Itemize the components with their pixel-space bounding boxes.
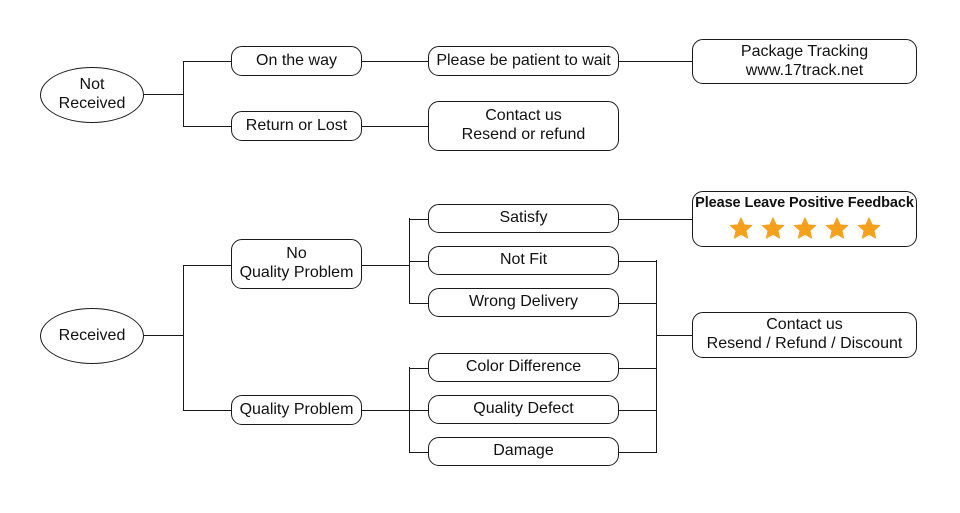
connector-to-wrong-delivery <box>409 302 429 304</box>
node-contact-resend-or-refund-line2: Resend or refund <box>461 126 586 143</box>
connector-merge-bus <box>656 260 658 452</box>
connector-to-return-or-lost <box>183 125 232 127</box>
node-no-quality-problem[interactable]: No Quality Problem <box>231 239 362 289</box>
node-no-quality-problem-line2: Quality Problem <box>239 264 354 281</box>
node-on-the-way-label: On the way <box>256 51 337 69</box>
connector-to-color-difference <box>409 367 429 369</box>
star-icon[interactable] <box>792 215 818 241</box>
node-return-or-lost-label: Return or Lost <box>245 116 348 134</box>
node-quality-problem-line1: Quality Problem <box>239 400 354 418</box>
connector-damage-to-merge <box>619 451 657 453</box>
node-please-be-patient[interactable]: Please be patient to wait <box>428 46 619 76</box>
connector-on-the-way-to-be-patient <box>362 60 429 62</box>
star-icon[interactable] <box>856 215 882 241</box>
connector-quality-defect-to-merge <box>619 409 657 411</box>
node-positive-feedback[interactable]: Please Leave Positive Feedback <box>692 191 917 247</box>
connector-no-quality-problem-stem <box>362 264 410 266</box>
connector-quality-problem-stem <box>362 409 410 411</box>
node-not-fit[interactable]: Not Fit <box>428 246 619 275</box>
node-not-received-line2: Received <box>58 95 126 112</box>
connector-to-on-the-way <box>183 60 232 62</box>
connector-to-satisfy <box>409 218 429 220</box>
node-contact-resend-or-refund-line1: Contact us <box>485 107 562 125</box>
node-quality-defect-label: Quality Defect <box>473 400 574 418</box>
node-not-received[interactable]: Not Received <box>40 67 144 123</box>
star-rating[interactable] <box>728 215 882 241</box>
node-on-the-way[interactable]: On the way <box>231 46 362 76</box>
node-package-tracking[interactable]: Package Tracking www.17track.net <box>692 39 917 84</box>
connector-satisfy-to-feedback <box>619 218 692 220</box>
node-no-quality-problem-line1: No <box>286 245 307 263</box>
node-received[interactable]: Received <box>40 308 144 364</box>
star-icon[interactable] <box>824 215 850 241</box>
connector-not-fit-to-merge <box>619 260 657 262</box>
connector-wrong-delivery-to-merge <box>619 302 657 304</box>
node-satisfy-label: Satisfy <box>499 209 548 227</box>
node-return-or-lost[interactable]: Return or Lost <box>231 111 362 141</box>
node-color-difference-label: Color Difference <box>465 358 582 376</box>
connector-be-patient-to-package-tracking <box>619 60 692 62</box>
connector-to-quality-problem <box>183 409 232 411</box>
node-satisfy[interactable]: Satisfy <box>428 204 619 233</box>
node-package-tracking-line1: Package Tracking <box>740 42 869 60</box>
node-quality-problem[interactable]: Quality Problem <box>231 395 362 425</box>
node-not-fit-label: Not Fit <box>499 251 548 269</box>
connector-return-or-lost-to-contact <box>362 125 429 127</box>
connector-merge-to-resolution <box>656 334 693 336</box>
node-damage-label: Damage <box>493 442 554 460</box>
node-contact-resend-refund-discount-line1: Contact us <box>766 316 843 334</box>
connector-color-difference-to-merge <box>619 367 657 369</box>
node-contact-resend-refund-discount[interactable]: Contact us Resend / Refund / Discount <box>692 312 917 358</box>
connector-to-no-quality-problem <box>183 264 232 266</box>
node-contact-resend-or-refund[interactable]: Contact us Resend or refund <box>428 101 619 151</box>
node-quality-defect[interactable]: Quality Defect <box>428 395 619 424</box>
node-please-be-patient-label: Please be patient to wait <box>436 51 611 69</box>
node-package-tracking-line2: www.17track.net <box>745 61 864 79</box>
connector-received-stem <box>144 335 184 337</box>
connector-to-quality-defect <box>409 409 429 411</box>
node-received-line1: Received <box>58 326 126 344</box>
connector-not-received-bus <box>183 61 185 127</box>
node-wrong-delivery[interactable]: Wrong Delivery <box>428 288 619 317</box>
node-not-received-line1: Not <box>79 76 105 94</box>
star-icon[interactable] <box>760 215 786 241</box>
connector-not-received-stem <box>144 94 184 96</box>
node-wrong-delivery-label: Wrong Delivery <box>468 293 579 311</box>
node-damage[interactable]: Damage <box>428 437 619 466</box>
connector-to-not-fit <box>409 260 429 262</box>
feedback-caption: Please Leave Positive Feedback <box>695 195 914 212</box>
connector-received-bus <box>183 265 185 410</box>
node-contact-resend-refund-discount-line2: Resend / Refund / Discount <box>706 335 903 352</box>
star-icon[interactable] <box>728 215 754 241</box>
connector-to-damage <box>409 451 429 453</box>
node-color-difference[interactable]: Color Difference <box>428 353 619 382</box>
